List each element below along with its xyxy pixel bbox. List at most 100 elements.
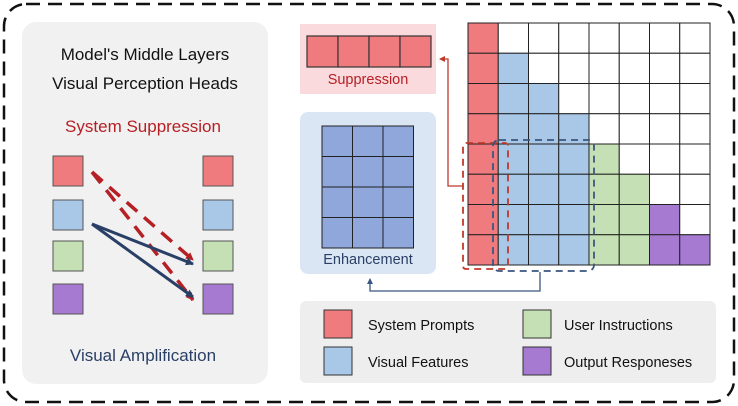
legend-swatch-system-prompts xyxy=(323,309,353,339)
matrix-cell xyxy=(618,22,650,54)
matrix-cell xyxy=(558,52,590,84)
enhancement-cell xyxy=(352,156,384,188)
enhancement-cell xyxy=(321,156,353,188)
matrix-cell xyxy=(497,173,529,205)
matrix-cell xyxy=(528,22,560,54)
suppression-arrow-to-output xyxy=(90,170,195,302)
matrix-cell xyxy=(497,143,529,175)
matrix-cell xyxy=(528,143,560,175)
legend-label-visual-features: Visual Features xyxy=(368,355,468,371)
matrix-cell xyxy=(618,204,650,236)
matrix-cell xyxy=(679,113,711,145)
target-token-system xyxy=(202,155,234,187)
matrix-cell xyxy=(588,83,620,115)
matrix-cell xyxy=(588,52,620,84)
matrix-cell xyxy=(649,234,681,266)
matrix-cell xyxy=(497,83,529,115)
amplification-arrow-to-user xyxy=(91,222,194,266)
matrix-cell xyxy=(528,83,560,115)
enhancement-cell xyxy=(321,125,353,157)
legend-swatch-visual-features xyxy=(323,346,353,376)
suppression-connector-arrow xyxy=(439,56,463,187)
matrix-cell xyxy=(497,204,529,236)
matrix-cell xyxy=(618,83,650,115)
matrix-cell xyxy=(558,83,590,115)
matrix-cell xyxy=(497,234,529,266)
matrix-cell xyxy=(618,52,650,84)
matrix-cell xyxy=(467,83,499,115)
matrix-cell xyxy=(558,204,590,236)
matrix-cell xyxy=(649,173,681,205)
source-token-user xyxy=(52,240,84,272)
enhancement-cell xyxy=(382,186,414,218)
matrix-cell xyxy=(467,113,499,145)
matrix-cell xyxy=(528,113,560,145)
matrix-cell xyxy=(649,22,681,54)
matrix-cell xyxy=(649,52,681,84)
matrix-cell xyxy=(528,52,560,84)
matrix-cell xyxy=(528,204,560,236)
enhancement-cell xyxy=(321,217,353,249)
matrix-cell xyxy=(528,173,560,205)
enhancement-box-label: Enhancement xyxy=(323,252,412,268)
enhancement-cell xyxy=(382,156,414,188)
matrix-cell xyxy=(467,204,499,236)
source-token-system xyxy=(52,155,84,187)
matrix-cell xyxy=(649,143,681,175)
enhancement-cell xyxy=(382,217,414,249)
target-token-output xyxy=(202,283,234,315)
matrix-cell xyxy=(558,22,590,54)
matrix-cell xyxy=(588,173,620,205)
matrix-cell xyxy=(618,113,650,145)
matrix-cell xyxy=(649,113,681,145)
visual-columns-highlight xyxy=(492,139,595,272)
matrix-cell xyxy=(588,22,620,54)
source-token-output xyxy=(52,283,84,315)
amplification-arrow-to-output xyxy=(91,222,194,299)
matrix-cell xyxy=(618,143,650,175)
matrix-cell xyxy=(558,173,590,205)
enhancement-connector-arrow xyxy=(367,272,541,292)
matrix-cell xyxy=(467,143,499,175)
enhancement-cell xyxy=(352,217,384,249)
source-token-visual xyxy=(52,199,84,231)
enhancement-grid xyxy=(321,125,414,249)
matrix-cell xyxy=(679,234,711,266)
matrix-cell xyxy=(679,173,711,205)
matrix-cell xyxy=(558,143,590,175)
suppression-token-row xyxy=(306,35,432,68)
matrix-cell xyxy=(679,204,711,236)
enhancement-cell xyxy=(382,125,414,157)
matrix-cell xyxy=(588,234,620,266)
matrix-cell xyxy=(588,113,620,145)
panel-title-line1: Model's Middle Layers xyxy=(61,45,230,64)
panel-title-line2: Visual Perception Heads xyxy=(52,74,238,93)
matrix-cell xyxy=(649,204,681,236)
legend-panel xyxy=(300,301,716,383)
legend-label-user-instructions: User Instructions xyxy=(564,318,673,334)
amplification-heading: Visual Amplification xyxy=(70,346,216,365)
attention-matrix xyxy=(467,22,711,266)
enhancement-cell xyxy=(352,125,384,157)
legend-swatch-user-instructions xyxy=(522,309,552,339)
matrix-cell xyxy=(497,52,529,84)
target-token-user xyxy=(202,240,234,272)
matrix-cell xyxy=(679,83,711,115)
enhancement-cell xyxy=(352,186,384,218)
matrix-cell xyxy=(497,22,529,54)
suppression-box-label: Suppression xyxy=(328,72,409,88)
matrix-cell xyxy=(618,173,650,205)
enhancement-cell xyxy=(321,186,353,218)
matrix-cell xyxy=(528,234,560,266)
suppression-heading: System Suppression xyxy=(65,117,221,136)
legend-label-output-responses: Output Responeses xyxy=(564,355,692,371)
matrix-cell xyxy=(558,234,590,266)
matrix-cell xyxy=(467,52,499,84)
matrix-cell xyxy=(618,234,650,266)
matrix-cell xyxy=(679,143,711,175)
matrix-cell xyxy=(679,22,711,54)
legend-label-system-prompts: System Prompts xyxy=(368,318,474,334)
matrix-cell xyxy=(679,52,711,84)
